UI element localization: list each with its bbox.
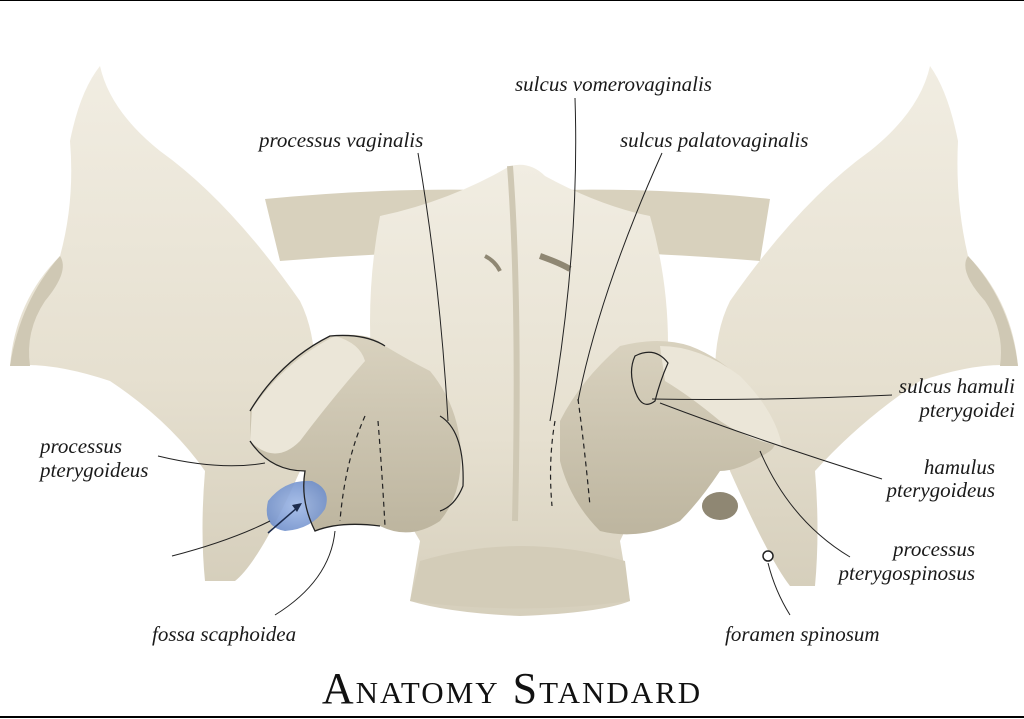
leader-processus-vaginalis <box>417 152 449 422</box>
label-hamulus-line1: hamulus <box>923 455 995 479</box>
label-fossa-scaphoidea: fossa scaphoidea <box>152 622 297 646</box>
right-wing-spongy-edge <box>965 256 1018 366</box>
label-sulcus-hamuli-line2: pterygoidei <box>919 398 1015 422</box>
rostrum-ridge <box>507 165 520 522</box>
left-wing-spongy-edge <box>10 256 63 366</box>
right-dashed-sulcus <box>549 398 591 507</box>
leader-lines <box>157 97 893 616</box>
leader-fossa-line <box>171 520 271 557</box>
right-greater-wing <box>715 66 1018 586</box>
hamulus-outline <box>630 351 669 405</box>
fossa-arrow <box>267 506 299 534</box>
left-dashed-sulcus <box>339 415 386 527</box>
label-processus-vaginalis: processus vaginalis <box>259 128 424 152</box>
fossa-arrow-head <box>292 503 302 512</box>
label-processus-pterygoideus-line1: processus <box>40 434 123 458</box>
leader-fossa-scaphoidea <box>274 530 336 616</box>
label-foramen-spinosum: foramen spinosum <box>725 622 880 646</box>
leader-hamulus <box>659 402 883 480</box>
leader-sulcus-palatovaginalis <box>577 152 663 402</box>
leader-sulcus-hamuli <box>651 394 893 400</box>
leader-sulcus-vomerovaginalis <box>549 97 577 422</box>
foramen-spinosum-hole <box>762 550 774 562</box>
foramen-oval-right <box>702 492 738 520</box>
label-processus-pterygospinosus-line2: pterygospinosus <box>838 561 976 585</box>
superior-orbital-fissure-right <box>539 253 572 272</box>
label-sulcus-palatovaginalis: sulcus palatovaginalis <box>620 128 809 152</box>
label-sulcus-vomerovaginalis: sulcus vomerovaginalis <box>515 72 712 96</box>
superior-orbital-fissure-left <box>484 254 502 272</box>
right-lateral-plate <box>660 346 782 446</box>
body-base-spongy <box>410 546 630 609</box>
leader-processus-pterygoideus <box>157 455 266 467</box>
label-processus-pterygospinosus-line1: processus <box>892 537 975 561</box>
left-greater-wing <box>10 66 315 581</box>
brand-wordmark: Anatomy Standard <box>321 664 703 713</box>
label-hamulus-line2: pterygoideus <box>886 478 995 502</box>
processus-vaginalis-outline <box>439 415 464 512</box>
label-processus-pterygoideus-line2: pterygoideus <box>40 458 149 482</box>
leader-foramen-spinosum <box>767 562 791 616</box>
pterygoid-outline <box>249 440 381 532</box>
leader-processus-pterygospinosus <box>759 450 851 558</box>
pterygoid-outline-upper <box>249 334 386 412</box>
left-lateral-plate <box>250 336 365 454</box>
label-sulcus-hamuli-line1: sulcus hamuli <box>898 374 1015 398</box>
